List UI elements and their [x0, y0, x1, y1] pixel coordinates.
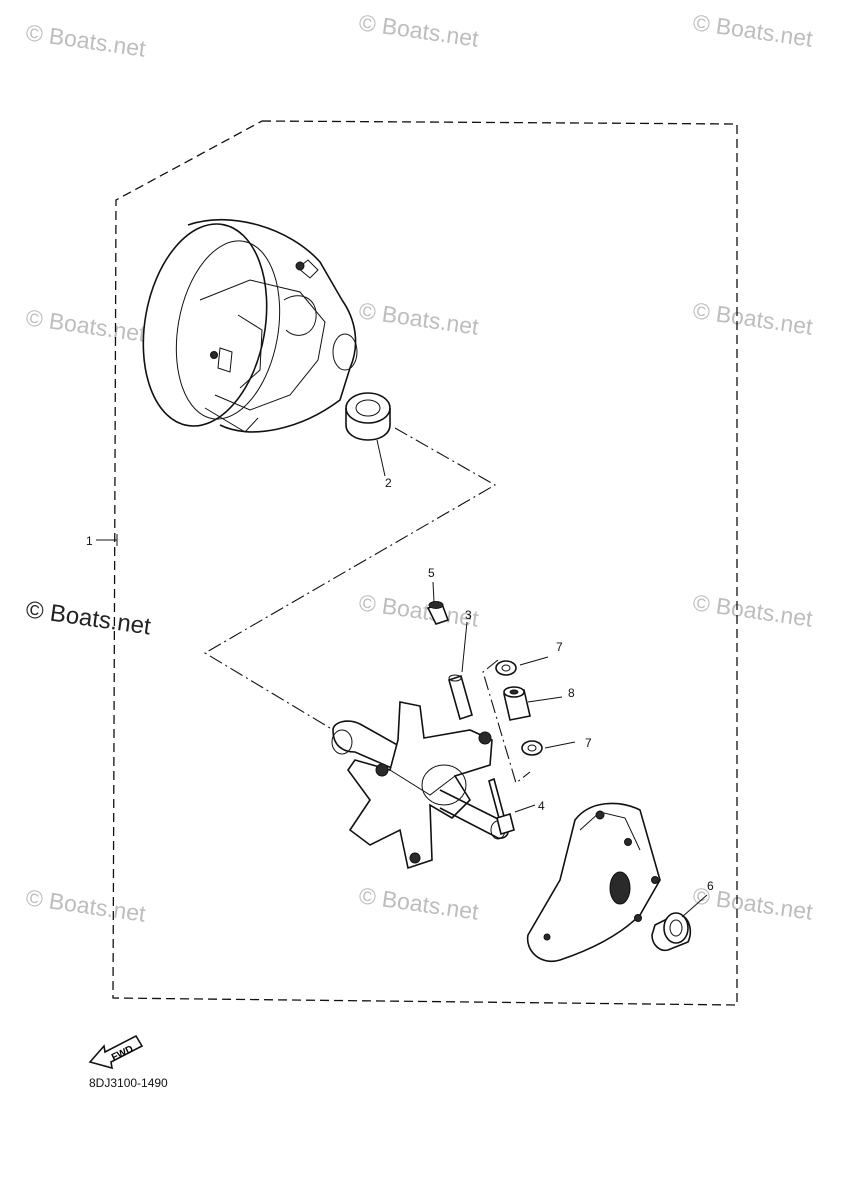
callout-2: 2: [385, 476, 392, 490]
callout-7-lower: 7: [585, 736, 592, 750]
secondary-sheave-drawing: [142, 218, 358, 433]
callout-3: 3: [465, 608, 472, 622]
parts-7-8-group-line: [482, 659, 531, 784]
bushing-part-2: [345, 392, 391, 441]
watermark: © Boats.net: [691, 9, 815, 52]
callout-7-upper: 7: [556, 640, 563, 654]
fwd-arrow-icon: FWD: [88, 1034, 144, 1070]
watermark: © Boats.net: [357, 589, 481, 632]
callout-5: 5: [428, 566, 435, 580]
washer-part-7-upper: [495, 660, 517, 676]
assembly-boundary: [112, 120, 738, 1006]
roller-part-8: [503, 686, 531, 721]
washer-part-7-lower: [521, 740, 543, 756]
cover-plate-drawing: [526, 802, 661, 963]
watermark: © Boats.net: [357, 882, 481, 925]
leader-lines: [96, 439, 708, 918]
assembly-centerline: [203, 427, 497, 729]
watermark: © Boats.net: [24, 304, 148, 347]
watermark: © Boats.net: [24, 19, 148, 62]
nut-part-5: [426, 601, 450, 625]
watermark: © Boats.net: [357, 9, 481, 52]
watermark: © Boats.net: [691, 589, 815, 632]
watermark: © Boats.net: [691, 297, 815, 340]
pin-part-3: [448, 674, 473, 721]
callout-1: 1: [86, 534, 93, 548]
callout-4: 4: [538, 799, 545, 813]
bolt-part-4: [488, 777, 515, 836]
callout-8: 8: [568, 686, 575, 700]
spider-assembly-drawing: [331, 701, 509, 870]
drawing-code: 8DJ3100-1490: [89, 1076, 168, 1090]
bushing-part-6: [651, 912, 692, 952]
watermark: © Boats.net: [24, 884, 148, 927]
watermark: © Boats.net: [357, 297, 481, 340]
watermark: © Boats.net: [24, 596, 153, 640]
callout-6: 6: [707, 879, 714, 893]
